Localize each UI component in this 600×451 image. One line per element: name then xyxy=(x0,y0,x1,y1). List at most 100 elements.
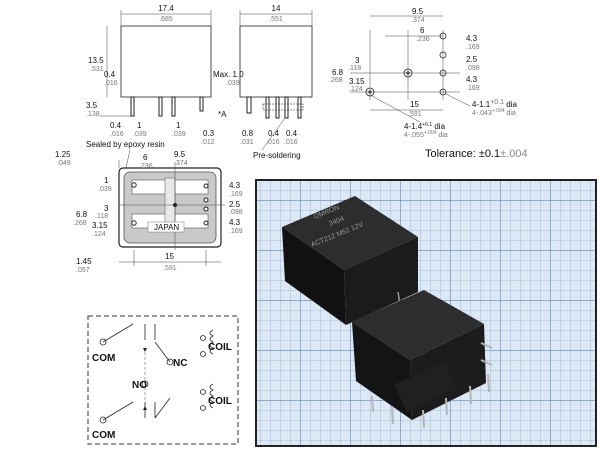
schematic-no: NO xyxy=(132,380,147,391)
bottom-d43a-inch: .169 xyxy=(229,191,243,198)
coil-bottom xyxy=(200,383,214,411)
front-height: 13.5 xyxy=(88,56,104,65)
bottom-d25: 2.5 xyxy=(229,200,241,209)
side-pin-2-inch: .016 xyxy=(266,139,280,146)
bottom-d43a: 4.3 xyxy=(229,181,241,190)
coil-top xyxy=(200,329,214,357)
pcb-d68-inch: .268 xyxy=(329,77,343,84)
bottom-d315-inch: .124 xyxy=(92,231,106,238)
pcb-d43b-inch: .169 xyxy=(466,85,480,92)
bottom-d95: 9.5 xyxy=(174,150,186,159)
hole-callout-2: 4-1.4+0.1 dia xyxy=(404,122,446,131)
front-pin-width-inch: .016 xyxy=(110,131,124,138)
bottom-d43b: 4.3 xyxy=(229,218,241,227)
pcb-d43a-inch: .169 xyxy=(466,44,480,51)
pcb-d15-inch: .591 xyxy=(408,111,422,118)
front-pitch-b-inch: .039 xyxy=(172,131,186,138)
side-body xyxy=(239,25,313,98)
front-width-inch: .685 xyxy=(159,16,173,23)
bottom-d6-inch: .236 xyxy=(139,163,153,170)
front-lead-length-inch: .138 xyxy=(86,111,100,118)
front-pins xyxy=(130,96,204,117)
pcb-d95: 9.5 xyxy=(412,7,424,16)
pcb-d6-inch: .236 xyxy=(416,36,430,43)
side-max-inch: .039 xyxy=(226,80,240,87)
schematic-coil-bottom: COIL xyxy=(208,396,232,407)
front-pitch-a: 1 xyxy=(137,121,142,130)
bottom-pins xyxy=(131,182,209,226)
hole-callout-1-inch: 4-.043+.004 dia xyxy=(472,108,516,117)
side-pins xyxy=(246,96,304,119)
pre-soldering-label: Pre-soldering xyxy=(253,151,301,160)
front-body xyxy=(120,25,212,98)
pcb-holes xyxy=(365,32,447,97)
pcb-d3-inch: .118 xyxy=(348,65,361,72)
bottom-view: Sealed by epoxy resin JAPAN 1.25 .049 6 … xyxy=(55,140,243,274)
side-pin-3-inch: .016 xyxy=(284,139,298,146)
front-lead: 0.4 xyxy=(104,70,116,79)
side-max: Max. 1.0 xyxy=(213,70,244,79)
bottom-d6: 6 xyxy=(143,153,148,162)
front-lead-length: 3.5 xyxy=(86,101,98,110)
bottom-d145-inch: .057 xyxy=(76,267,90,274)
hole-callout-1: 4-1.1+0.1 dia xyxy=(472,99,518,109)
pcb-d68: 6.8 xyxy=(332,68,344,77)
bottom-d15: 15 xyxy=(165,252,174,261)
front-pin-width: 0.4 xyxy=(110,121,122,130)
pcb-layout: 9.5 .374 6 .236 3 .118 6.8 .268 3.15 .12… xyxy=(329,7,518,139)
pcb-d6: 6 xyxy=(420,26,425,35)
pcb-d315-inch: .124 xyxy=(349,86,363,93)
pcb-d3: 3 xyxy=(355,56,360,65)
pcb-d25-inch: .098 xyxy=(466,65,480,72)
front-gap-inch: .012 xyxy=(201,139,215,146)
bottom-d315: 3.15 xyxy=(92,221,108,230)
schematic-coil-top: COIL xyxy=(208,342,232,353)
relay-photo-2 xyxy=(352,290,493,429)
hole-callout-2-inch: 4-.055+.004 dia xyxy=(404,130,448,139)
tolerance: Tolerance: ±0.1±.004 xyxy=(425,148,528,160)
side-pin-3: 0.4 xyxy=(286,129,298,138)
side-width-inch: .551 xyxy=(269,16,283,23)
bottom-d43b-inch: .169 xyxy=(229,228,243,235)
front-lead-inch: .016 xyxy=(104,80,118,87)
bottom-d125-inch: .049 xyxy=(57,160,71,167)
pcb-d315: 3.15 xyxy=(349,77,365,86)
schematic-frame xyxy=(87,315,239,445)
bottom-d3: 3 xyxy=(104,204,109,213)
side-pin-1-inch: .031 xyxy=(240,139,254,146)
bottom-d3-inch: .118 xyxy=(95,213,108,220)
pcb-d15: 15 xyxy=(410,100,419,109)
schematic-com-bottom: COM xyxy=(92,430,115,441)
bottom-d125: 1.25 xyxy=(55,150,71,159)
front-height-inch: .531 xyxy=(90,66,104,73)
side-pin-1: 0.8 xyxy=(242,129,254,138)
bottom-d145: 1.45 xyxy=(76,257,92,266)
pcb-d25: 2.5 xyxy=(466,55,478,64)
relay-photo-1: ACT212 M52 12V 3404 OMRON xyxy=(282,196,418,325)
bottom-d15-inch: .591 xyxy=(163,265,177,272)
front-pitch-a-inch: .039 xyxy=(133,131,147,138)
schematic-nc: NC xyxy=(173,358,187,369)
bottom-d25-inch: .098 xyxy=(229,209,243,216)
side-view: 14 .551 Max. 1.0 .039 *A 0.8 .031 0.4 .0… xyxy=(213,4,313,160)
bottom-d95-inch: .374 xyxy=(174,160,188,167)
pcb-d95-inch: .374 xyxy=(411,17,425,24)
product-photo: ACT212 M52 12V 3404 OMRON xyxy=(255,179,597,447)
front-gap: 0.3 xyxy=(203,129,215,138)
side-star: *A xyxy=(218,110,227,119)
bottom-d1-inch: .039 xyxy=(98,186,112,193)
schematic-com-top: COM xyxy=(92,353,115,364)
front-view: 17.4 .685 13.5 .531 0.4 .016 3.5 .138 0.… xyxy=(86,4,215,146)
pcb-d43a: 4.3 xyxy=(466,34,478,43)
bottom-d1: 1 xyxy=(104,176,109,185)
schematic: COM COM NO NC COIL COIL xyxy=(87,315,239,445)
front-width: 17.4 xyxy=(158,4,174,13)
bottom-d68-inch: .268 xyxy=(73,220,87,227)
sealed-label: Sealed by epoxy resin xyxy=(86,140,165,149)
front-pitch-b: 1 xyxy=(176,121,181,130)
side-width: 14 xyxy=(272,4,281,13)
pcb-d43b: 4.3 xyxy=(466,75,478,84)
japan-marking: JAPAN xyxy=(154,223,179,232)
bottom-d68: 6.8 xyxy=(76,210,88,219)
